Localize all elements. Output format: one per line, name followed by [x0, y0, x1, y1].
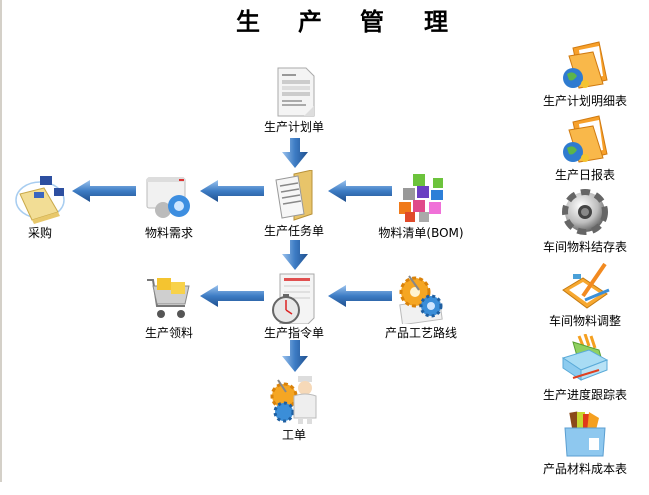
report-production-plan-detail[interactable]: 生产计划明细表: [530, 40, 640, 108]
node-product-routing[interactable]: 产品工艺路线: [366, 272, 476, 340]
node-label: 生产领料: [144, 326, 193, 340]
window-gear-icon: [143, 172, 195, 224]
folder-documents-icon: [268, 170, 320, 222]
node-bom[interactable]: 物料清单(BOM): [366, 172, 476, 240]
node-production-task[interactable]: 生产任务单: [239, 170, 349, 238]
cubes-icon: [395, 172, 447, 224]
node-label: 物料需求: [144, 226, 193, 240]
node-production-order[interactable]: 生产指令单: [239, 272, 349, 340]
title-char: 管: [360, 7, 384, 36]
arrow-down: [282, 240, 308, 270]
folder-globe-icon: [559, 40, 611, 92]
arrow-left: [328, 285, 392, 307]
box-files-icon: [559, 408, 611, 460]
title-char: 生: [236, 7, 260, 36]
node-work-order[interactable]: 工单: [239, 374, 349, 442]
report-label: 生产计划明细表: [542, 94, 627, 108]
node-label: 生产计划单: [263, 120, 324, 134]
report-product-material-cost[interactable]: 产品材料成本表: [530, 408, 640, 476]
report-workshop-material-balance[interactable]: 车间物料结存表: [530, 186, 640, 254]
node-purchase[interactable]: 采购: [0, 172, 95, 240]
page-title: 生 产 管 理: [0, 2, 649, 36]
report-label: 车间物料结存表: [542, 240, 627, 254]
gears-icon: [395, 272, 447, 324]
node-label: 生产任务单: [263, 224, 324, 238]
node-label: 生产指令单: [263, 326, 324, 340]
worker-gears-icon: [268, 374, 320, 426]
arrow-left: [328, 180, 392, 202]
clipboard-pencil-icon: [559, 260, 611, 312]
title-char: 理: [424, 7, 448, 36]
gear-icon: [559, 186, 611, 238]
report-production-progress[interactable]: 生产进度跟踪表: [530, 334, 640, 402]
folder-globe-icon: [559, 114, 611, 166]
node-production-plan[interactable]: 生产计划单: [239, 66, 349, 134]
file-tray-icon: [559, 334, 611, 386]
arrow-left: [200, 285, 264, 307]
node-material-demand[interactable]: 物料需求: [114, 172, 224, 240]
report-label: 产品材料成本表: [542, 462, 627, 476]
report-label: 车间物料调整: [548, 314, 621, 328]
report-label: 生产日报表: [554, 168, 615, 182]
document-icon: [268, 66, 320, 118]
arrow-left: [200, 180, 264, 202]
title-char: 产: [298, 7, 322, 36]
arrow-left: [72, 180, 136, 202]
report-label: 生产进度跟踪表: [542, 388, 627, 402]
arrow-down: [282, 340, 308, 372]
report-production-daily[interactable]: 生产日报表: [530, 114, 640, 182]
node-label: 产品工艺路线: [384, 326, 457, 340]
left-border: [0, 0, 2, 482]
arrow-down: [282, 138, 308, 168]
node-label: 物料清单(BOM): [378, 226, 464, 240]
network-folder-icon: [14, 172, 66, 224]
report-workshop-material-adjust[interactable]: 车间物料调整: [530, 260, 640, 328]
node-production-picking[interactable]: 生产领料: [114, 272, 224, 340]
node-label: 采购: [27, 226, 52, 240]
shopping-cart-icon: [143, 272, 195, 324]
stopwatch-document-icon: [268, 272, 320, 324]
node-label: 工单: [281, 428, 306, 442]
